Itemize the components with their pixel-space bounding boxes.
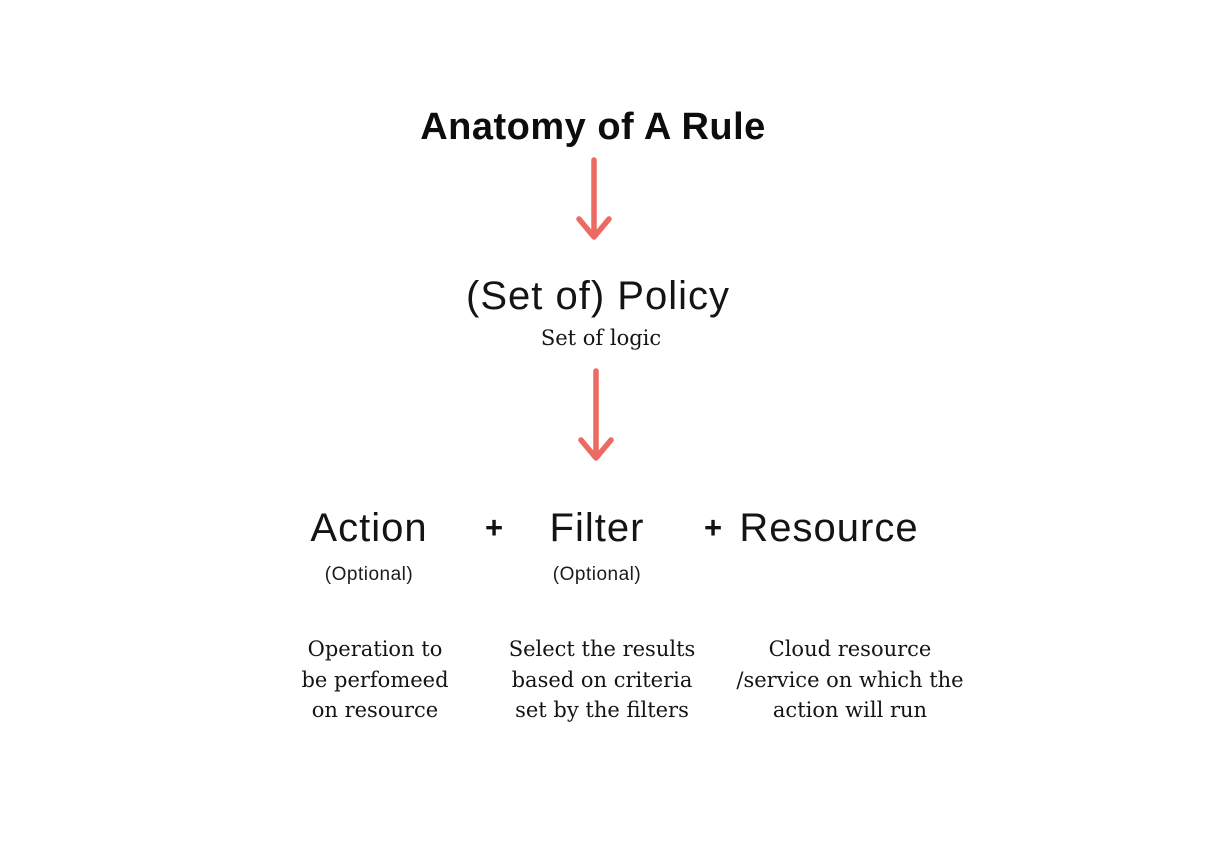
plus-separator: + <box>484 510 504 545</box>
resource-label: Resource <box>739 506 919 550</box>
down-arrow-icon <box>578 368 614 461</box>
down-arrow-icon <box>576 157 612 240</box>
filter-optional-label: (Optional) <box>552 564 642 585</box>
policy-label: (Set of) Policy <box>466 274 730 318</box>
filter-description: Select the results based on criteria set… <box>508 637 696 722</box>
action-description: Operation to be perfomeed on resource <box>301 637 449 722</box>
diagram-title: Anatomy of A Rule <box>420 106 766 148</box>
plus-separator: + <box>703 510 723 545</box>
policy-sublabel: Set of logic <box>540 326 662 350</box>
filter-label: Filter <box>549 506 645 550</box>
action-optional-label: (Optional) <box>324 564 414 585</box>
action-label: Action <box>310 506 428 550</box>
resource-description: Cloud resource /service on which the act… <box>736 637 964 722</box>
